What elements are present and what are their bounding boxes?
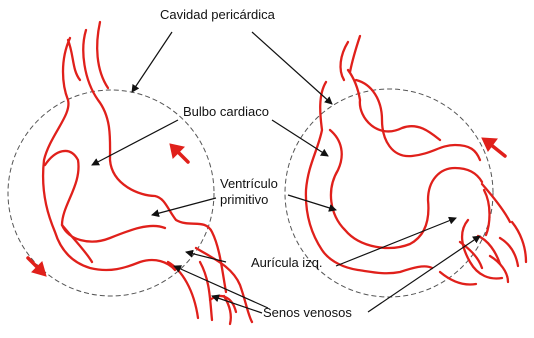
- arrow-ventricle-right: [288, 195, 336, 210]
- arrow-sinus-left-b: [212, 296, 262, 313]
- label-primitive-ventricle: Ventrículo primitivo: [220, 176, 290, 208]
- arrow-pericardial-left: [132, 32, 172, 92]
- label-sinus-venosus: Senos venosos: [263, 305, 352, 320]
- arrow-pericardial-right: [252, 32, 332, 104]
- leader-arrows: [92, 32, 480, 313]
- label-bulbus-cordis: Bulbo cardiaco: [183, 104, 269, 119]
- heart-tube-right: [306, 36, 526, 285]
- heart-tube-left: [43, 22, 252, 324]
- arrow-atrium-right: [336, 218, 456, 266]
- label-pericardial-cavity: Cavidad pericárdica: [160, 7, 275, 22]
- arrow-bulbus-left: [92, 120, 178, 165]
- label-primitive-ventricle-line1: Ventrículo: [220, 176, 290, 192]
- label-left-atrium: Aurícula izq.: [251, 255, 323, 270]
- label-primitive-ventricle-line2: primitivo: [220, 192, 290, 208]
